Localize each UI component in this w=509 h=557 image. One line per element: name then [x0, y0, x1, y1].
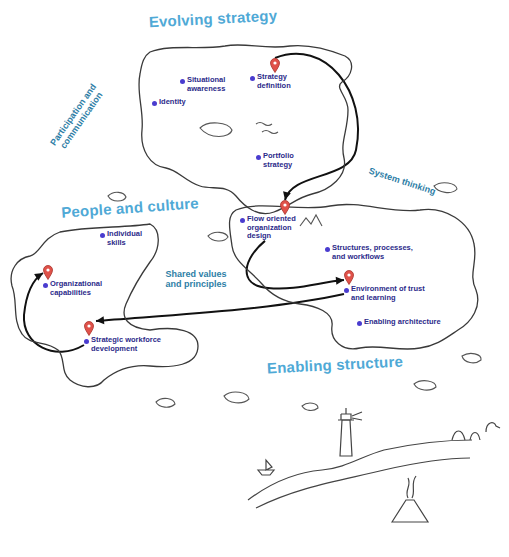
location-dot [256, 155, 261, 160]
location-dot [344, 288, 349, 293]
arrow-head [96, 316, 104, 324]
connector-line [247, 241, 344, 289]
map-pin [270, 58, 280, 73]
map-pin-hole [273, 61, 276, 64]
map-location: Enabling architecture [357, 318, 441, 327]
map-pin-hole [347, 273, 350, 276]
map-island: Evolving strategySituational awarenessSt… [135, 40, 357, 222]
map-location: Structures, processes, and workflows [325, 244, 427, 261]
map-pin-hole [283, 203, 286, 206]
map-location: Individual skills [100, 230, 151, 247]
coast-scene [248, 408, 500, 522]
location-label: Enabling architecture [364, 318, 441, 327]
map-pin-body [44, 266, 53, 280]
map-pin-body [281, 201, 290, 215]
sea-label: System thinking [360, 164, 444, 200]
map-location: Strategy definition [250, 58, 303, 90]
map-pin [280, 200, 290, 215]
location-label: Flow oriented organization design [247, 215, 305, 241]
location-label: Individual skills [107, 230, 151, 247]
island-coast [139, 45, 352, 214]
map-pin-body [271, 59, 280, 73]
map-pin-body [85, 322, 94, 336]
location-dot [250, 76, 255, 81]
connector-arrow [96, 294, 344, 324]
island-title: Evolving strategy [148, 7, 277, 31]
location-label: Portfolio strategy [263, 152, 313, 169]
arrow-head [336, 277, 344, 285]
map-pin-body [345, 271, 354, 285]
location-label: Environment of trust and learning [351, 285, 433, 302]
location-label: Identity [159, 98, 186, 107]
sea-label: Participation and communication [43, 73, 114, 162]
location-dot [100, 233, 105, 238]
location-dot [152, 101, 157, 106]
island-coast [11, 224, 198, 387]
islets [108, 123, 481, 411]
island-coast [230, 204, 478, 349]
island-title: Enabling structure [267, 352, 404, 376]
location-label: Strategic workforce development [91, 336, 181, 353]
map-pin [344, 270, 354, 285]
location-dot [325, 247, 330, 252]
connector-arrow [247, 241, 344, 289]
connector-line [96, 294, 344, 321]
location-dot [43, 283, 48, 288]
map-location: Situational awareness [180, 76, 242, 93]
arrow-head [34, 273, 43, 281]
island-outline [135, 40, 357, 222]
map-location: Flow oriented organization design [240, 200, 305, 241]
map-pin [43, 265, 53, 280]
map-pin [84, 321, 94, 336]
sea-label: Shared values and principles [160, 270, 232, 290]
map-location: Strategic workforce development [84, 321, 181, 353]
map-island: Enabling structureFlow oriented organiza… [226, 194, 482, 354]
map-pin-hole [46, 268, 49, 271]
location-dot [240, 218, 245, 223]
map-location: Identity [152, 98, 186, 107]
map-pin-hole [87, 324, 90, 327]
location-dot [357, 321, 362, 326]
map-location: Environment of trust and learning [344, 270, 433, 302]
location-label: Organizational capabilities [50, 280, 116, 297]
map-island: People and cultureIndividual skillsOrgan… [8, 220, 208, 392]
location-dot [180, 79, 185, 84]
island-title: People and culture [61, 194, 200, 221]
location-label: Strategy definition [257, 73, 303, 90]
location-label: Structures, processes, and workflows [332, 244, 427, 261]
map-location: Portfolio strategy [256, 152, 313, 169]
location-label: Situational awareness [187, 76, 242, 93]
arrow-head [283, 191, 291, 200]
map-location: Organizational capabilities [43, 265, 116, 297]
location-dot [84, 339, 89, 344]
